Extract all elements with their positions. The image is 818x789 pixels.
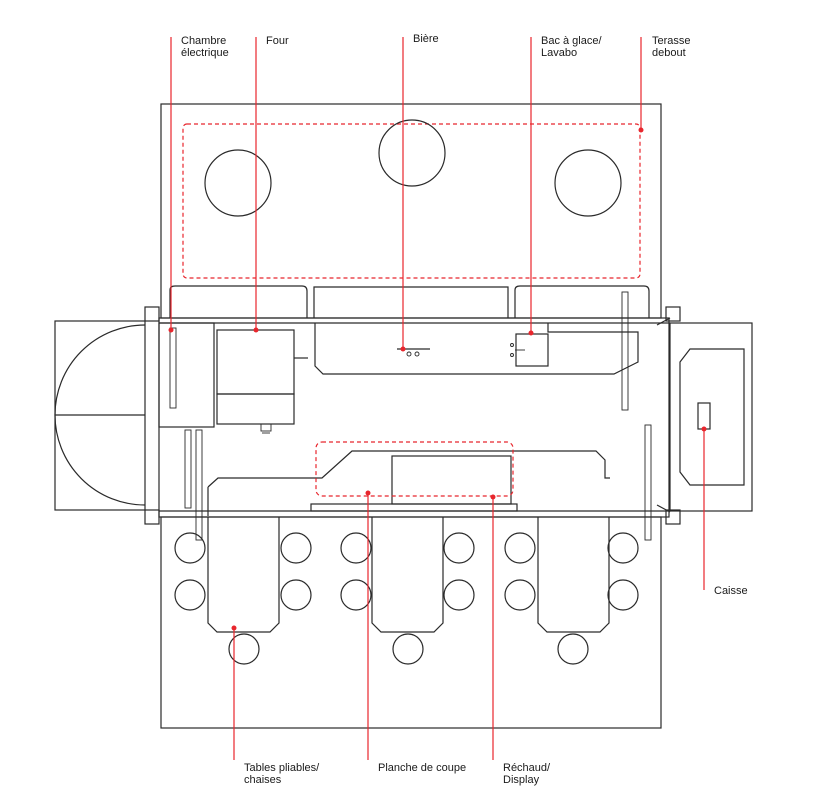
label-chambre-electrique: Chambre électrique xyxy=(181,35,229,59)
faucet-dot-2 xyxy=(510,353,514,357)
beer-tap-dot-2 xyxy=(414,351,420,357)
chair-6 xyxy=(340,579,372,611)
corner-post-bl xyxy=(144,509,160,525)
door-swing-lower xyxy=(54,414,146,506)
right-rail-top xyxy=(621,291,629,411)
corner-post-tr xyxy=(665,306,681,322)
label-caisse: Caisse xyxy=(714,585,748,597)
chair-9 xyxy=(504,532,536,564)
faucet-dot-1 xyxy=(510,343,514,347)
label-rechaud-display: Réchaud/ Display xyxy=(503,762,551,786)
standing-table-3 xyxy=(554,149,622,217)
leader-bac-dot xyxy=(528,330,534,336)
leader-chambre-dot xyxy=(168,327,174,333)
chair-14 xyxy=(392,633,424,665)
electrical-slot xyxy=(169,327,177,409)
counter-shelf xyxy=(310,503,518,512)
cashier-booth xyxy=(656,317,753,513)
door-swing-upper xyxy=(54,324,146,416)
panel-center xyxy=(313,286,509,318)
chair-13 xyxy=(228,633,260,665)
standing-terrace-zone xyxy=(182,123,641,279)
booth-hinge-top xyxy=(656,317,671,326)
top-counter-panels xyxy=(169,285,650,318)
chair-1 xyxy=(174,532,206,564)
oven-base xyxy=(216,393,295,425)
panel-right xyxy=(514,285,650,318)
beer-counter xyxy=(314,323,639,375)
leader-caisse-dot xyxy=(701,426,707,432)
leader-terasse-dot xyxy=(638,127,644,133)
label-bac-glace: Bac à glace/ Lavabo xyxy=(541,35,602,59)
prep-counter xyxy=(207,450,610,516)
corner-post-br xyxy=(665,509,681,525)
cash-register xyxy=(697,402,711,430)
leader-tables-dot xyxy=(231,625,237,631)
oven-knob xyxy=(260,423,272,432)
chair-10 xyxy=(504,579,536,611)
chair-11 xyxy=(607,532,639,564)
booth-counter xyxy=(679,348,745,486)
chair-2 xyxy=(174,579,206,611)
label-planche-coupe: Planche de coupe xyxy=(378,762,467,774)
cutting-board-zone xyxy=(315,441,514,497)
beer-tap-dot-1 xyxy=(406,351,412,357)
label-terasse-debout: Terasse debout xyxy=(652,35,691,59)
chair-4 xyxy=(280,579,312,611)
chair-7 xyxy=(443,532,475,564)
bottom-terrace xyxy=(160,516,662,729)
label-four: Four xyxy=(266,35,289,47)
chair-15 xyxy=(557,633,589,665)
standing-table-2 xyxy=(378,119,446,187)
leader-rechaud-dot xyxy=(490,494,496,500)
folding-table-1 xyxy=(207,517,280,633)
chair-12 xyxy=(607,579,639,611)
label-tables-pliables: Tables pliables/ chaises xyxy=(244,762,320,786)
booth-outline xyxy=(669,322,753,512)
seating-outline xyxy=(160,516,662,729)
chair-3 xyxy=(280,532,312,564)
leader-four-dot xyxy=(253,327,259,333)
leader-biere-dot xyxy=(400,346,406,352)
electrical-room xyxy=(158,322,215,428)
label-biere: Bière xyxy=(413,33,439,45)
booth-hinge-bottom xyxy=(656,504,671,513)
left-rail-outer xyxy=(195,429,203,541)
folding-table-3 xyxy=(537,517,610,633)
leader-planche-dot xyxy=(365,490,371,496)
folding-table-2 xyxy=(371,517,444,633)
panel-left xyxy=(169,285,308,318)
truck-outline xyxy=(158,317,670,518)
chair-8 xyxy=(443,579,475,611)
chair-5 xyxy=(340,532,372,564)
oven-unit xyxy=(216,329,295,395)
left-rail-lower xyxy=(184,429,192,509)
standing-table-1 xyxy=(204,149,272,217)
leader-lines xyxy=(168,37,707,760)
corner-post-tl xyxy=(144,306,160,322)
right-rail-bottom xyxy=(644,424,652,541)
